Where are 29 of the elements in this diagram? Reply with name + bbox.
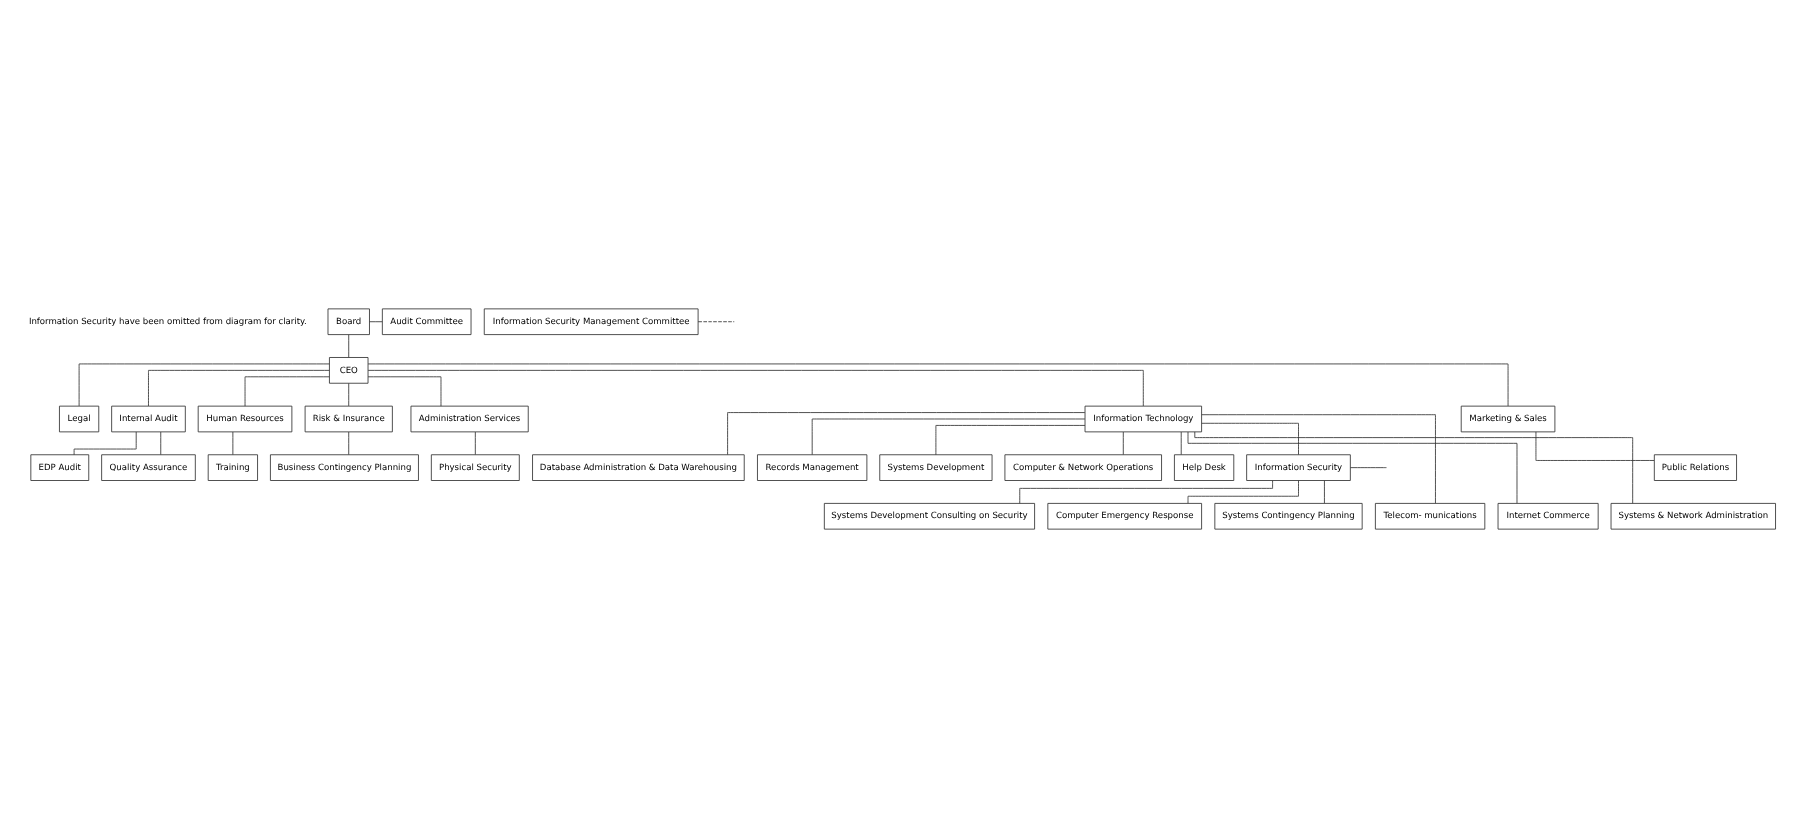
connector	[73, 431, 137, 456]
connector	[474, 431, 476, 455]
connector	[1350, 467, 1387, 469]
connector	[369, 321, 383, 323]
connector	[148, 369, 330, 407]
connector	[1122, 431, 1124, 455]
connector	[697, 321, 735, 323]
connector	[1019, 480, 1273, 504]
connector	[348, 382, 350, 407]
connector	[1194, 431, 1634, 504]
connector	[232, 431, 234, 455]
connector	[727, 412, 1086, 455]
connector	[935, 425, 1086, 456]
connector	[1180, 431, 1182, 455]
connector	[1187, 480, 1299, 504]
connector	[367, 369, 1144, 407]
connector	[1324, 480, 1325, 504]
connector	[348, 334, 350, 358]
connector	[1535, 431, 1655, 461]
connector	[367, 363, 1509, 407]
connector	[1201, 414, 1436, 504]
connector	[160, 431, 162, 455]
connector	[1187, 431, 1518, 504]
connector	[348, 431, 350, 455]
connector	[367, 376, 442, 407]
connector	[78, 363, 330, 407]
connector	[244, 376, 330, 407]
connector	[1201, 422, 1299, 455]
connector	[811, 418, 1086, 456]
